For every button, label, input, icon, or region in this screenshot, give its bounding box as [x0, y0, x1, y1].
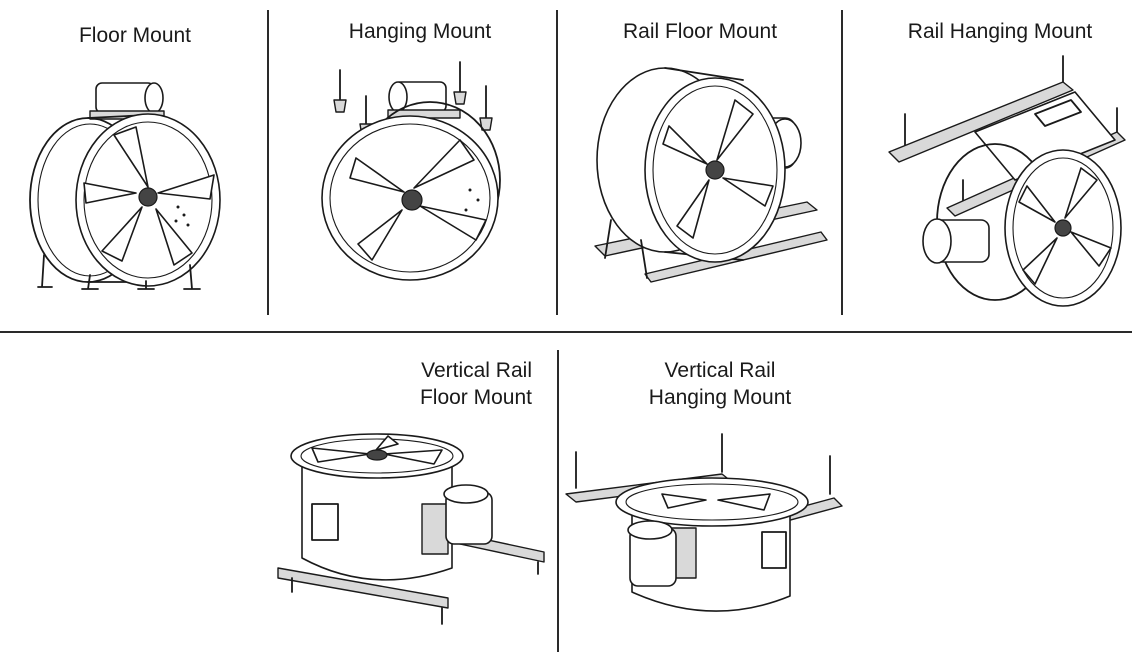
divider-4: [557, 350, 559, 652]
rail-hanging-mount-label: Rail Hanging Mount: [907, 20, 1093, 43]
vertical-rail-hanging-mount-line1: Vertical Rail: [664, 359, 776, 382]
rail-hanging-mount-illustration: [885, 52, 1130, 312]
vertical-rail-floor-mount-line2: Floor Mount: [419, 386, 532, 409]
rail-floor-mount-label: Rail Floor Mount: [622, 20, 778, 43]
rail-floor-mount-illustration: [585, 60, 835, 290]
divider-horizontal: [0, 331, 1132, 333]
vertical-rail-floor-mount-illustration: [272, 428, 557, 628]
vertical-rail-hanging-mount-line2: Hanging Mount: [648, 386, 792, 409]
divider-3: [841, 10, 843, 315]
vertical-rail-hanging-mount-label: Vertical Rail Hanging Mount: [615, 357, 825, 411]
vertical-rail-floor-mount-label: Vertical Rail Floor Mount: [322, 357, 532, 411]
floor-mount-illustration: [18, 75, 248, 295]
hanging-mount-illustration: [310, 60, 525, 285]
vertical-rail-hanging-mount-illustration: [562, 432, 852, 632]
vertical-rail-floor-mount-line1: Vertical Rail: [421, 359, 532, 382]
floor-mount-label: Floor Mount: [78, 24, 192, 47]
divider-1: [267, 10, 269, 315]
hanging-mount-label: Hanging Mount: [348, 20, 492, 43]
divider-2: [556, 10, 558, 315]
